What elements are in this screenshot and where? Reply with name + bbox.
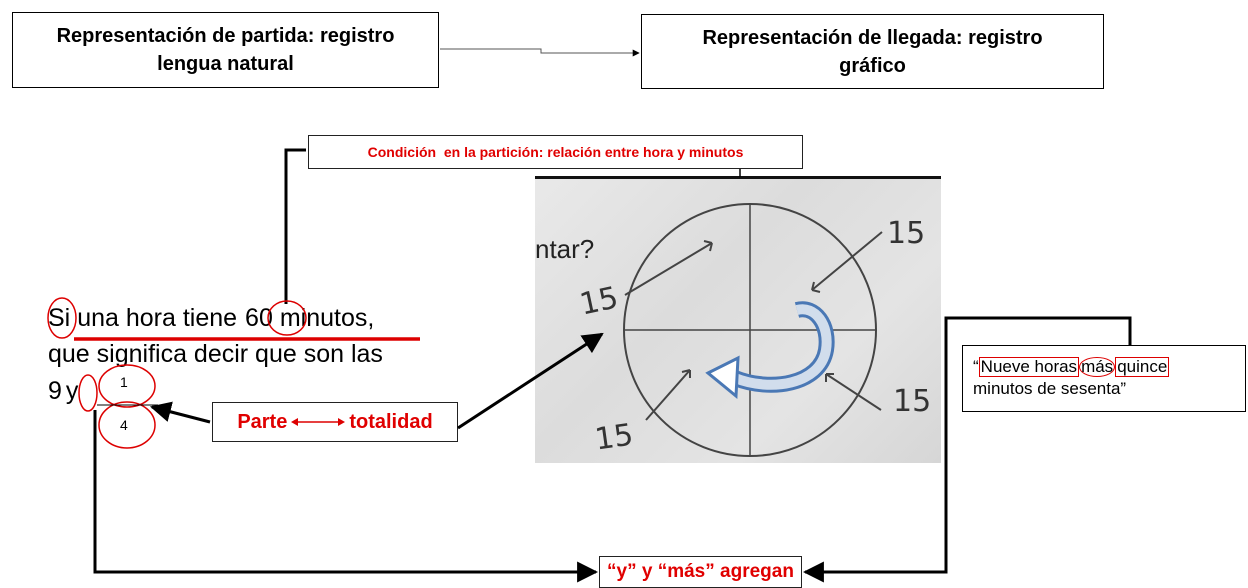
clock-circle <box>623 203 883 457</box>
parte-to-clock-arrow <box>457 332 604 430</box>
condition-connector <box>284 148 306 304</box>
circle-y <box>78 374 98 412</box>
word-nueve-horas: Nueve horas <box>978 357 1080 377</box>
quote-to-agregan-connector <box>802 316 1132 583</box>
circle-fraction-bottom <box>98 401 156 449</box>
condition-label: Condición en la partición: relación entr… <box>367 144 744 160</box>
word-una-hora-tiene: una hora tiene <box>77 304 238 332</box>
start-representation-box: Representación de partida: registro leng… <box>12 12 439 88</box>
totalidad-label: totalidad <box>349 410 433 433</box>
sentence-line-2: que significa decir que son las <box>48 340 383 368</box>
clock-label-bottom-right: 15 <box>893 384 932 419</box>
top-connector-arrow <box>440 48 640 57</box>
circle-fraction-top <box>98 364 156 408</box>
quote-line-2: minutos de sesenta” <box>973 379 1127 398</box>
parte-totalidad-box: Parte totalidad <box>212 402 458 442</box>
word-minutos: minutos, <box>279 304 375 332</box>
agregan-label: “y” y “más” agregan <box>607 561 794 582</box>
quote-open-mark: “ <box>973 357 979 376</box>
blue-arrowhead-icon <box>705 355 740 400</box>
word-quince: quince <box>1115 357 1170 377</box>
y-to-agregan-connector <box>93 410 599 583</box>
clock-drawing-photo: ntar? 15 15 15 15 <box>535 176 941 463</box>
circle-si <box>47 297 77 339</box>
parte-label: Parte <box>237 410 288 433</box>
clock-label-top-right: 15 <box>887 216 926 251</box>
start-representation-label: Representación de partida: registro leng… <box>56 25 395 75</box>
end-representation-label: Representación de llegada: registro gráf… <box>702 26 1043 77</box>
photo-top-line <box>535 176 941 179</box>
word-si: Si <box>48 304 71 332</box>
word-mas: más <box>1079 357 1116 377</box>
word-y: y <box>65 377 79 405</box>
number-nine: 9 <box>48 377 62 405</box>
condition-box: Condición en la partición: relación entr… <box>308 135 803 169</box>
fraction-denominator: 4 <box>120 417 128 433</box>
circle-60 <box>267 300 307 336</box>
parte-to-fraction-arrow <box>149 401 211 424</box>
photo-partial-text: ntar? <box>535 234 595 264</box>
double-arrow-icon <box>291 416 346 428</box>
fraction-numerator: 1 <box>120 374 128 390</box>
end-representation-box: Representación de llegada: registro gráf… <box>641 14 1104 89</box>
